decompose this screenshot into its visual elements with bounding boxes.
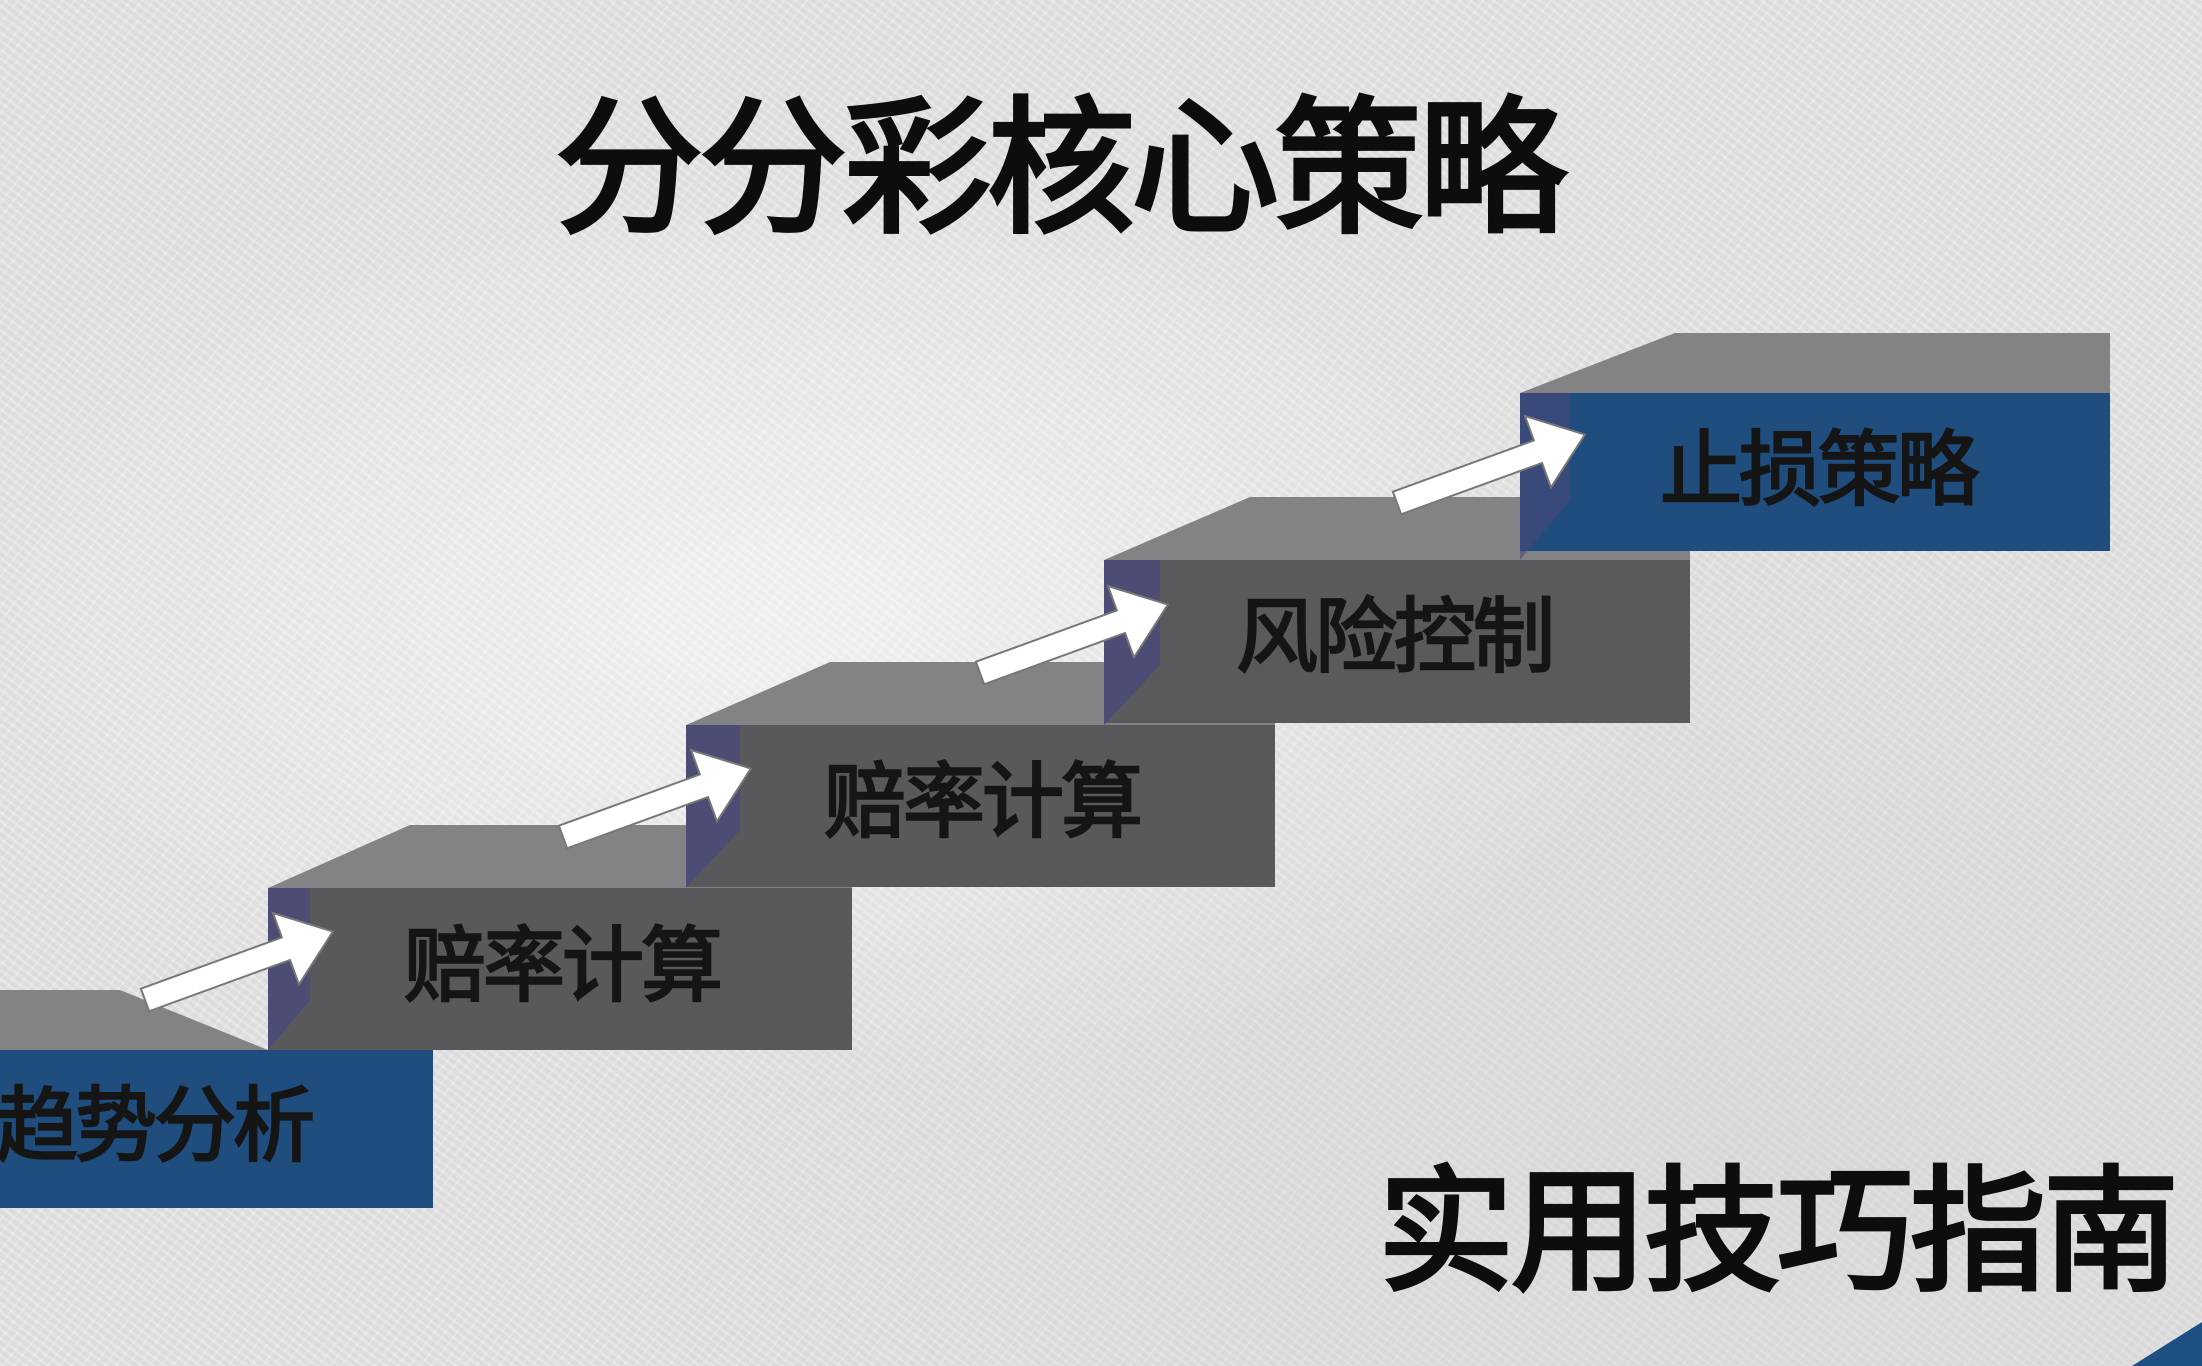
step-2-label: 赔率计算 [404, 919, 723, 1014]
arrow-3-icon [974, 584, 1170, 686]
step-5-block [1520, 333, 2110, 560]
step-3-front [686, 725, 1275, 887]
step-5-top [1520, 333, 2110, 393]
step-4-label: 风险控制 [1236, 590, 1555, 685]
step-1-front [0, 1050, 433, 1208]
step-1-label: 趋势分析 [0, 1079, 315, 1174]
page-title: 分分彩核心策略 [555, 83, 1567, 255]
step-1-block [0, 990, 433, 1208]
step-3-label: 赔率计算 [824, 755, 1143, 850]
step-2-front [268, 888, 852, 1050]
step-4-front [1104, 560, 1690, 723]
corner-decoration [2132, 1322, 2202, 1366]
arrow-2-icon [557, 748, 753, 850]
arrow-1-icon [139, 911, 335, 1013]
step-5-label: 止损策略 [1660, 423, 1979, 518]
step-1-top [0, 990, 268, 1050]
step-5-front [1520, 393, 2110, 551]
arrow-4-icon [1391, 414, 1587, 516]
page-subtitle: 实用技巧指南 [1378, 1154, 2179, 1312]
